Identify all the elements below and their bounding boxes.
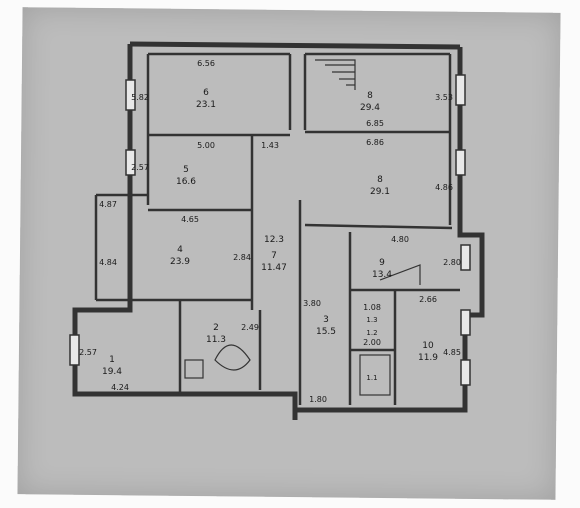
room-9-number: 9 <box>379 258 385 268</box>
room-9-area: 13.4 <box>372 270 392 280</box>
dim-380: 3.80 <box>303 299 321 308</box>
stairs <box>315 59 421 285</box>
room-8-area: 29.1 <box>370 187 390 197</box>
room-7-number: 7 <box>271 251 277 261</box>
dim-108: 1.08 <box>363 303 381 312</box>
dim-582: 5.82 <box>131 93 149 102</box>
room-1-area: 19.4 <box>102 367 122 377</box>
dim-249: 2.49 <box>241 323 259 332</box>
dim-284: 2.84 <box>233 253 251 262</box>
bathroom-fixtures <box>184 344 391 396</box>
dim-353: 3.53 <box>435 93 453 102</box>
dim-656: 6.56 <box>197 59 215 68</box>
room-13-area: 1.3 <box>366 316 377 324</box>
windows <box>69 74 471 386</box>
dim-257: 2.57 <box>131 163 149 172</box>
bathtub-icon <box>214 344 251 371</box>
dim-480: 4.80 <box>391 235 409 244</box>
dim-200: 2.00 <box>363 338 381 347</box>
dim-257b: 2.57 <box>79 348 97 357</box>
room-7-area-alt: 12.3 <box>264 235 284 245</box>
room-8b-number: 8 <box>367 91 373 101</box>
dim-486: 4.86 <box>435 183 453 192</box>
dimension-labels: 6.56 5.82 5.00 2.57 4.65 4.87 2.84 4.84 … <box>79 59 461 404</box>
dim-500: 5.00 <box>197 141 215 150</box>
room-10-number: 10 <box>422 341 434 351</box>
dim-685: 6.85 <box>366 119 384 128</box>
room-12-area: 1.2 <box>366 329 377 337</box>
south-wall <box>168 391 298 420</box>
room-1-number: 1 <box>109 355 115 365</box>
room-5-number: 5 <box>183 165 189 175</box>
room-6-number: 6 <box>203 88 209 98</box>
room-8b-area: 29.4 <box>360 103 380 113</box>
outer-walls <box>72 41 485 420</box>
room-5-area: 16.6 <box>176 177 196 187</box>
dim-465: 4.65 <box>181 215 199 224</box>
room-3-area: 15.5 <box>316 327 336 337</box>
dim-485: 4.85 <box>443 348 461 357</box>
dim-424: 4.24 <box>111 383 129 392</box>
dim-143: 1.43 <box>261 141 279 150</box>
inner-walls <box>94 52 460 405</box>
dim-180: 1.80 <box>309 395 327 404</box>
room-6-area: 23.1 <box>196 100 216 110</box>
dim-266: 2.66 <box>419 295 437 304</box>
wc-icon <box>359 354 391 396</box>
room-8-number: 8 <box>377 175 383 185</box>
room-2-number: 2 <box>213 323 219 333</box>
room-2-area: 11.3 <box>206 335 226 345</box>
room-7-area: 11.47 <box>261 263 287 273</box>
sink-icon <box>184 359 204 379</box>
room-10-area: 11.9 <box>418 353 438 363</box>
floor-plan: 1 19.4 2 11.3 3 15.5 4 23.9 5 16.6 6 23.… <box>69 41 485 420</box>
dim-280: 2.80 <box>443 258 461 267</box>
north-wall <box>129 41 461 50</box>
dim-686: 6.86 <box>366 138 384 147</box>
east-wall <box>295 47 485 413</box>
room-11-area: 1.1 <box>366 374 377 382</box>
west-wall <box>72 44 168 397</box>
room-labels: 1 19.4 2 11.3 3 15.5 4 23.9 5 16.6 6 23.… <box>102 88 438 382</box>
room-4-number: 4 <box>177 245 183 255</box>
room-4-area: 23.9 <box>170 257 190 267</box>
dim-484: 4.84 <box>99 258 117 267</box>
room-3-number: 3 <box>323 315 329 325</box>
dim-487: 4.87 <box>99 200 117 209</box>
